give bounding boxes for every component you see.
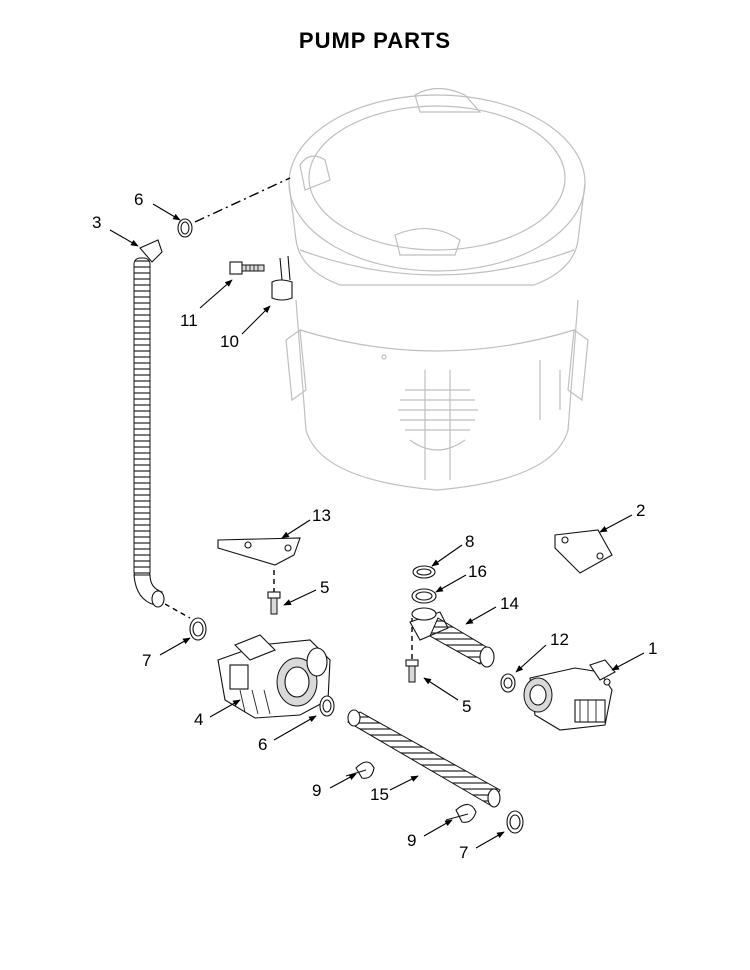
screw-11: [229, 261, 265, 275]
clamp-12: [500, 673, 516, 693]
callout-13: 13: [312, 506, 331, 525]
drain-hose-3: [133, 239, 165, 608]
callout-9-lower: 9: [407, 831, 416, 850]
callout-14: 14: [500, 594, 519, 613]
clamp-7-lower: [506, 810, 524, 834]
callout-4: 4: [194, 710, 203, 729]
callout-6-top: 6: [134, 190, 143, 209]
pump-1: [523, 659, 616, 731]
assembly-line-tub: [194, 177, 291, 223]
clip-9-upper: [345, 761, 375, 779]
callout-3: 3: [92, 213, 101, 232]
callout-1: 1: [648, 639, 657, 658]
bracket-10: [271, 255, 293, 301]
callout-7-lower: 7: [459, 843, 468, 862]
plate-13: [217, 537, 301, 566]
callout-8: 8: [465, 532, 474, 551]
callout-labels: 6 3 11 10 13 2 8 16 5 14 7 12 1 4 5 6 9 …: [92, 190, 657, 862]
callout-5-upper: 5: [320, 578, 329, 597]
callout-2: 2: [636, 501, 645, 520]
callout-16: 16: [468, 562, 487, 581]
callout-15: 15: [370, 785, 389, 804]
clamp-7-upper: [189, 617, 207, 641]
callout-5-lower: 5: [462, 697, 471, 716]
plate-2: [554, 529, 613, 574]
callout-11: 11: [180, 311, 198, 330]
sump-hose-14: [409, 607, 495, 668]
assembly-line-hose-bottom: [164, 603, 191, 619]
clip-9-lower: [445, 803, 477, 823]
callout-12: 12: [550, 630, 569, 649]
page-title: PUMP PARTS: [298, 28, 452, 53]
hose-clamp-6-top: [177, 218, 193, 238]
wash-tub-ghost: [285, 87, 589, 491]
callout-10: 10: [220, 332, 239, 351]
clamp-8: [412, 565, 436, 579]
callout-6-lower: 6: [258, 735, 267, 754]
sump-ribs-ghost: [398, 370, 478, 480]
callout-9-upper: 9: [312, 781, 321, 800]
hose-clamp-6-lower: [319, 695, 335, 717]
callout-7-upper: 7: [142, 651, 151, 670]
pump-housing-4: [217, 634, 331, 719]
screw-5-lower: [405, 618, 419, 683]
drain-hose-15: [347, 709, 501, 808]
seal-ring-16: [411, 588, 437, 604]
screw-5-upper: [267, 570, 281, 615]
leader-lines: [109, 203, 645, 849]
